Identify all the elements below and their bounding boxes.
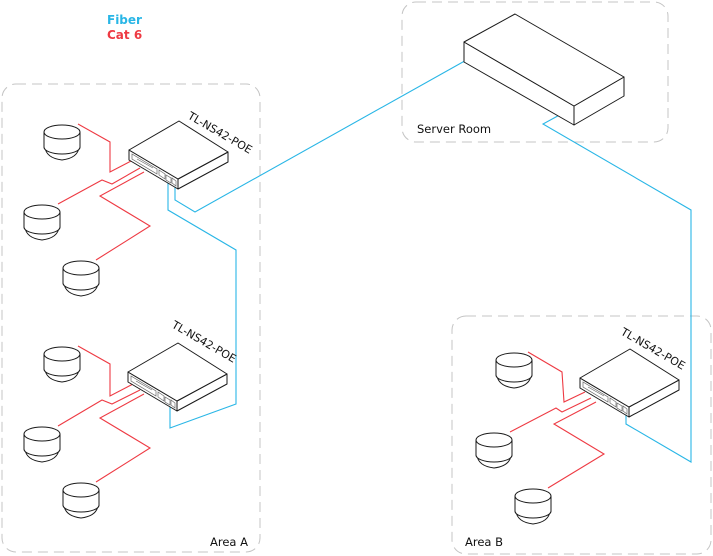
legend-fiber: Fiber [107,13,142,27]
core-switch[interactable] [463,13,625,126]
cat6-a1-cam3 [95,171,152,261]
legend: Fiber Cat 6 [107,13,142,43]
cat6-cables [57,123,606,489]
zone-label-area-b: Area B [465,535,504,549]
camera-b1-3[interactable] [514,488,552,525]
fiber-switch-a1-to-switch-a2 [167,178,237,429]
fiber-core-to-switch-a1 [174,57,471,213]
camera-a2-2[interactable] [23,426,61,463]
cat6-a1-cam1 [77,123,134,173]
cat6-a2-cam1 [77,345,134,397]
fiber-core-to-switch-b1 [541,111,692,463]
cat6-a1-cam2 [57,167,141,205]
camera-a1-1[interactable] [43,124,81,161]
cat6-b1-cam3 [547,401,606,489]
camera-a1-2[interactable] [23,204,61,241]
fiber-cables [167,57,692,463]
camera-a2-3[interactable] [62,482,100,519]
cat6-a2-cam3 [95,393,152,483]
cat6-b1-cam1 [527,351,586,403]
zone-server-room [401,1,669,143]
camera-a1-3[interactable] [62,260,100,297]
zone-label-area-a: Area A [210,535,248,549]
cat6-a2-cam2 [57,389,141,427]
cat6-b1-cam2 [509,397,592,433]
legend-cat6: Cat 6 [107,28,143,42]
zone-area-a [1,83,261,553]
zone-area-b [451,315,712,555]
camera-a2-1[interactable] [43,346,81,383]
camera-b1-2[interactable] [475,432,513,469]
camera-b1-1[interactable] [495,352,533,389]
zone-label-server-room: Server Room [417,122,492,136]
